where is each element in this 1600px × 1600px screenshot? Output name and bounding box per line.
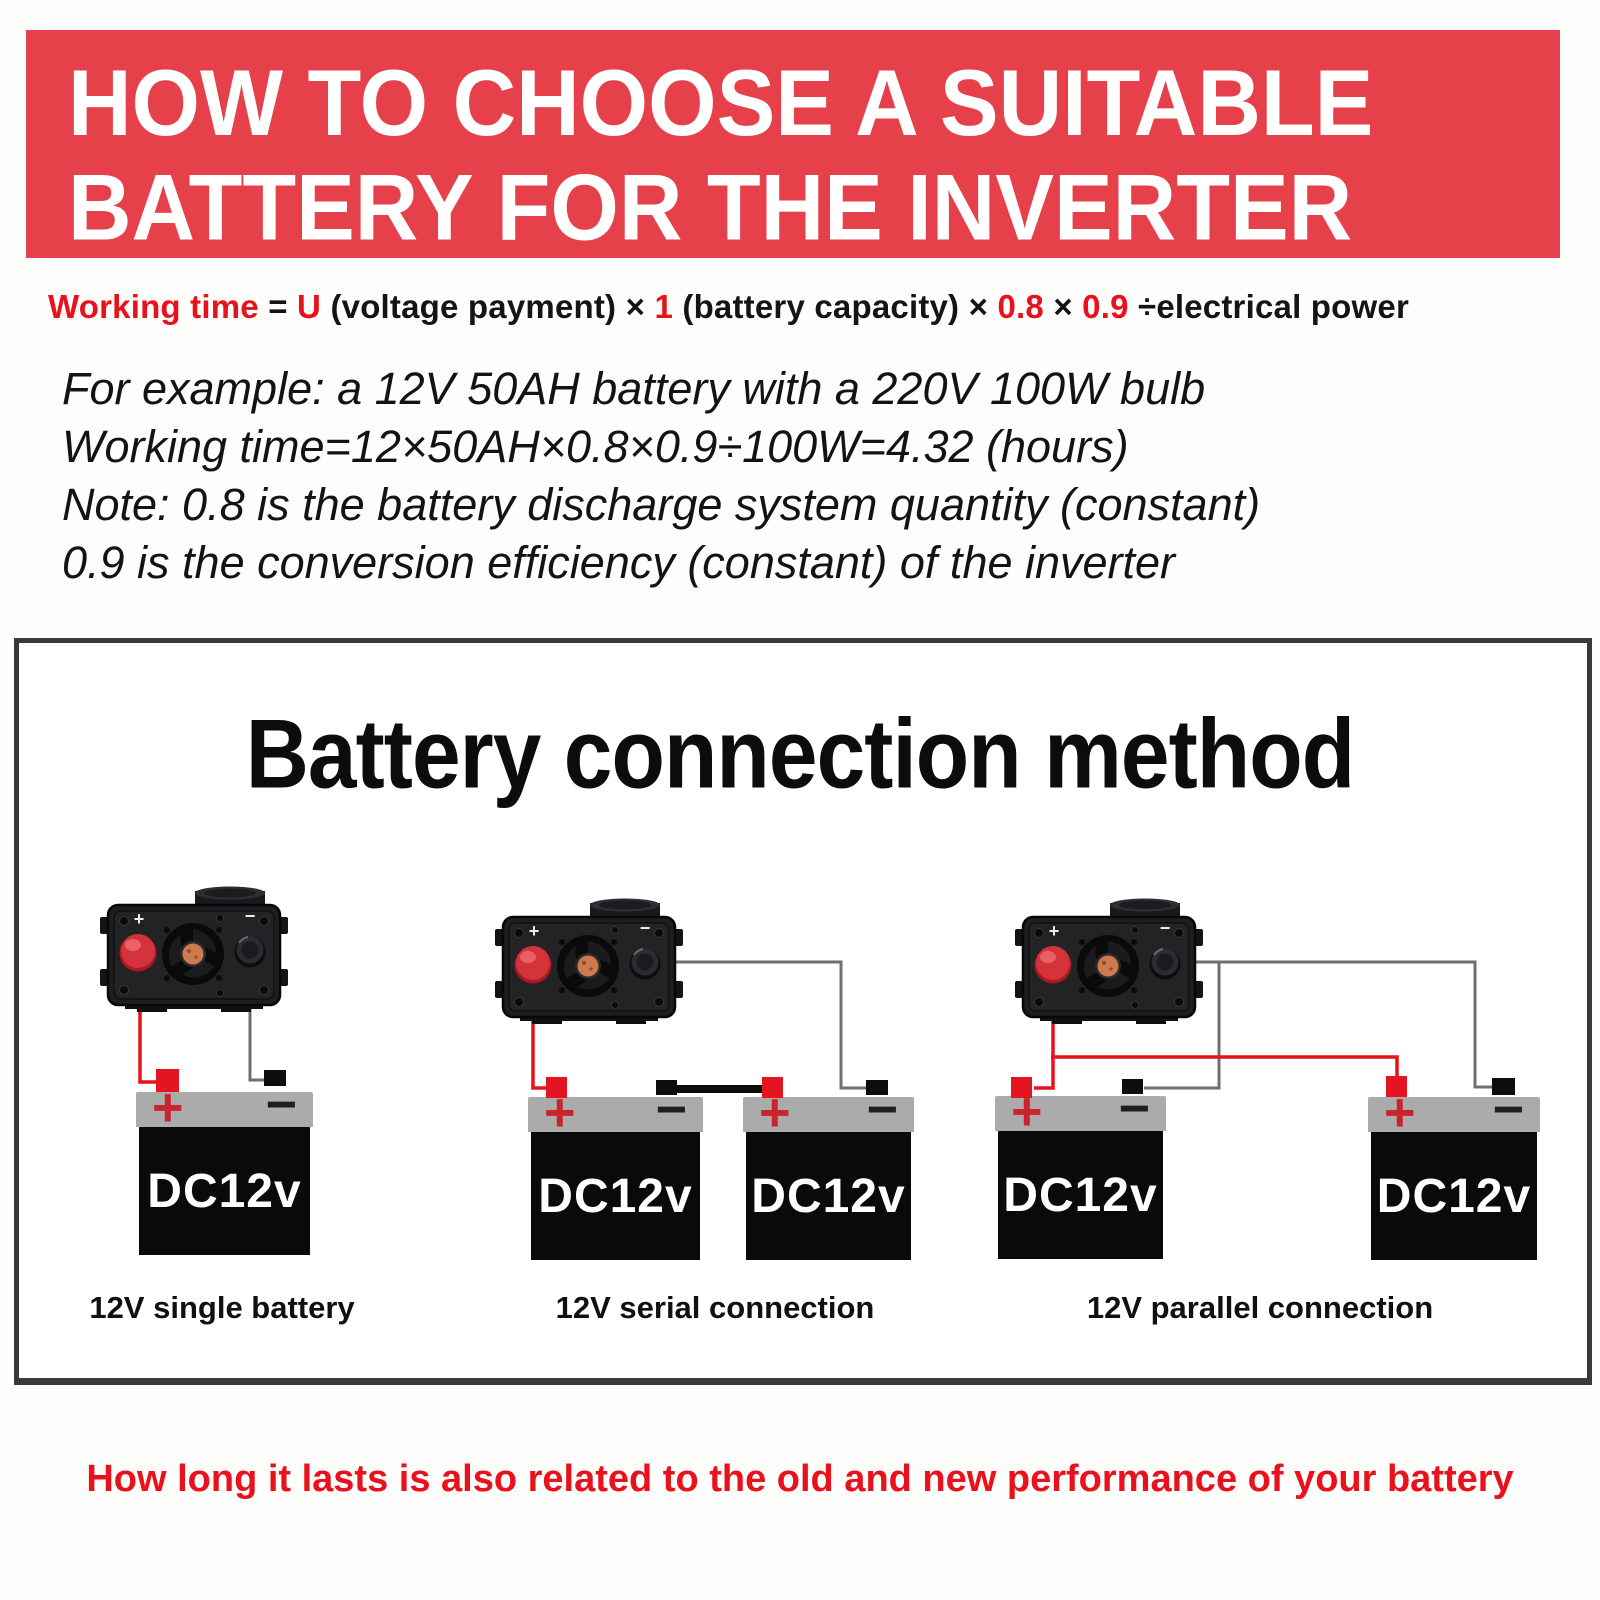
- battery-minus-label: −: [1492, 1079, 1524, 1140]
- battery-voltage-label: DC12v: [147, 1164, 302, 1218]
- formula-09: 0.9: [1082, 288, 1129, 325]
- battery-body: DC12v: [139, 1127, 310, 1255]
- battery-terminal-strip: + −: [995, 1081, 1166, 1138]
- example-line-4: 0.9 is the conversion efficiency (consta…: [62, 537, 1176, 588]
- battery-parallel-1: + − DC12v: [995, 1081, 1166, 1259]
- battery-terminal-strip: + −: [528, 1082, 703, 1139]
- page-title-line2: BATTERY FOR THE INVERTER: [68, 154, 1353, 260]
- battery-plus-label: +: [1384, 1081, 1416, 1142]
- battery-single: + − DC12v: [136, 1077, 313, 1255]
- battery-minus-label: −: [265, 1074, 297, 1135]
- battery-body: DC12v: [531, 1132, 700, 1260]
- battery-body: DC12v: [746, 1132, 911, 1260]
- formula-08: 0.8: [997, 288, 1044, 325]
- formula-voltage: (voltage payment) ×: [321, 288, 655, 325]
- formula-u: U: [297, 288, 322, 325]
- battery-terminal-strip: + −: [136, 1077, 313, 1134]
- footer-note: How long it lasts is also related to the…: [86, 1458, 1514, 1500]
- battery-minus-label: −: [866, 1079, 898, 1140]
- battery-voltage-label: DC12v: [751, 1169, 906, 1223]
- battery-terminal-strip: + −: [743, 1082, 914, 1139]
- formula-equals: =: [268, 288, 298, 325]
- formula-working-time: Working time: [48, 288, 269, 325]
- formula-power: ÷electrical power: [1128, 288, 1409, 325]
- battery-body: DC12v: [1371, 1132, 1537, 1260]
- battery-terminal-strip: + −: [1368, 1082, 1540, 1139]
- battery-serial-2: + − DC12v: [743, 1082, 914, 1260]
- header-banner: HOW TO CHOOSE A SUITABLE BATTERY FOR THE…: [26, 30, 1560, 260]
- battery-voltage-label: DC12v: [1376, 1169, 1532, 1223]
- battery-serial-1: + − DC12v: [528, 1082, 703, 1260]
- formula-times: ×: [1043, 288, 1083, 325]
- page-title-line1: HOW TO CHOOSE A SUITABLE: [68, 50, 1374, 155]
- example-line-2: Working time=12×50AH×0.8×0.9÷100W=4.32 (…: [62, 421, 1129, 472]
- formula-capacity: (battery capacity) ×: [673, 288, 998, 325]
- caption-serial-connection: 12V serial connection: [555, 1290, 875, 1325]
- battery-voltage-label: DC12v: [1003, 1168, 1158, 1222]
- example-line-1: For example: a 12V 50AH battery with a 2…: [62, 363, 1206, 414]
- example-block: For example: a 12V 50AH battery with a 2…: [62, 360, 1260, 592]
- battery-minus-label: −: [655, 1079, 687, 1140]
- caption-single-battery: 12V single battery: [89, 1290, 355, 1325]
- battery-body: DC12v: [998, 1131, 1163, 1259]
- battery-parallel-2: + − DC12v: [1368, 1082, 1540, 1260]
- battery-voltage-label: DC12v: [538, 1169, 693, 1223]
- working-time-formula: Working time = U (voltage payment) × 1 (…: [48, 288, 1409, 326]
- connection-method-title: Battery connection method: [245, 698, 1355, 809]
- page-title: HOW TO CHOOSE A SUITABLE BATTERY FOR THE…: [68, 50, 1373, 260]
- connection-method-title-wrap: Battery connection method: [0, 698, 1600, 809]
- battery-plus-label: +: [1011, 1080, 1043, 1141]
- example-line-3: Note: 0.8 is the battery discharge syste…: [62, 479, 1261, 530]
- battery-plus-label: +: [152, 1076, 184, 1137]
- formula-one: 1: [654, 288, 674, 325]
- battery-minus-label: −: [1118, 1078, 1150, 1139]
- caption-parallel-connection: 12V parallel connection: [1086, 1290, 1434, 1325]
- battery-plus-label: +: [544, 1081, 576, 1142]
- battery-plus-label: +: [759, 1081, 791, 1142]
